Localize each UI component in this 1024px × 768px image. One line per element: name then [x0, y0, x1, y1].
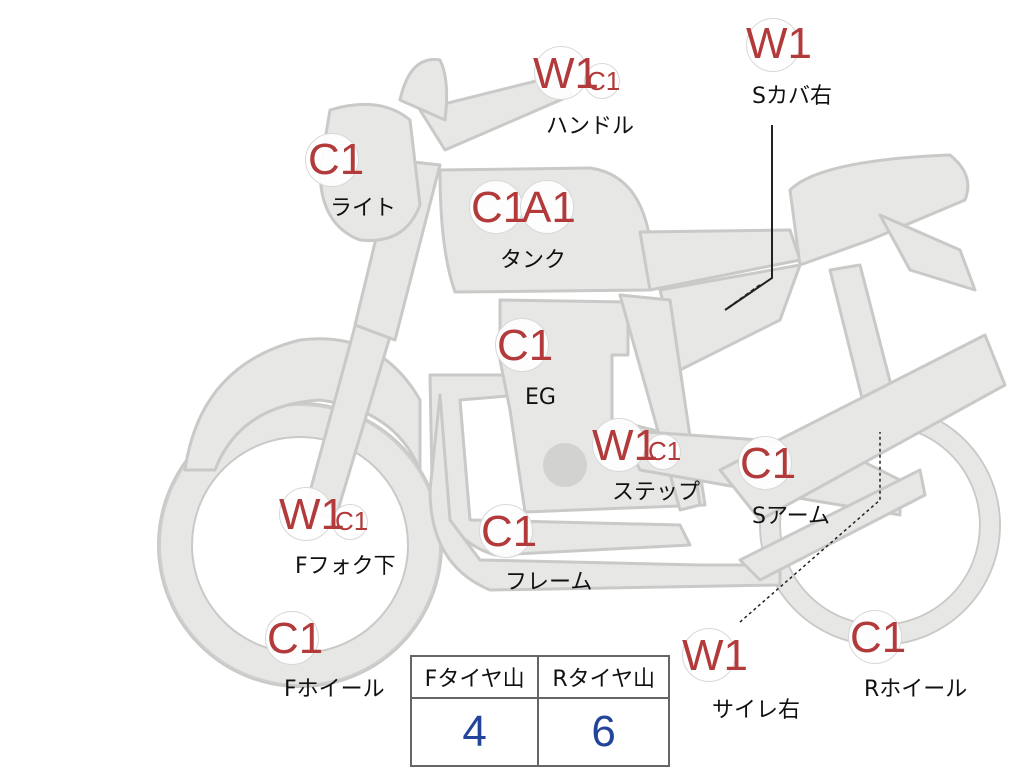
silencer-label: サイレ右 — [712, 698, 801, 723]
frame-label: フレーム — [505, 570, 593, 595]
step-subgrade-circle — [645, 434, 681, 470]
handle-grade-circle — [534, 46, 588, 100]
step-grade-circle — [592, 418, 646, 472]
fork-grade: W1 — [279, 490, 345, 539]
rear-tire-value: 6 — [537, 697, 670, 767]
front-tire-value: 4 — [409, 697, 540, 767]
step-subgrade: C1 — [648, 436, 682, 466]
fwheel-grade-circle — [265, 611, 319, 665]
tire-tread-table: Fタイヤ山 Rタイヤ山 4 6 — [409, 655, 670, 767]
seatcover-label: Sカバ右 — [752, 84, 832, 109]
tank-grade-b: A1 — [522, 183, 576, 232]
tank-grade-circle-b — [520, 180, 574, 234]
rwheel-label: Rホイール — [864, 677, 968, 702]
exhaust-pipe — [738, 468, 927, 582]
engine-label: EG — [525, 385, 556, 410]
silencer-grade: W1 — [682, 631, 748, 680]
light-label: ライト — [330, 196, 397, 221]
swingarm-grade: C1 — [740, 439, 797, 488]
swingarm-label: Sアーム — [752, 504, 830, 529]
fork-label: Fフォク下 — [295, 554, 396, 579]
rwheel-grade-circle — [848, 610, 902, 664]
engine-grade: C1 — [497, 321, 554, 370]
seat-rear — [788, 153, 970, 267]
rear-cowl — [878, 213, 977, 292]
silencer-grade-circle — [682, 628, 736, 682]
muffler — [718, 333, 1007, 522]
frame-lower — [428, 393, 782, 592]
fwheel-label: Fホイール — [284, 677, 385, 702]
mirror — [398, 58, 449, 122]
light-grade: C1 — [308, 135, 365, 184]
silencer-leader — [739, 432, 881, 623]
handle-grade: W1 — [533, 49, 599, 98]
step-label: ステップ — [612, 480, 701, 505]
fork-subgrade: C1 — [335, 506, 369, 536]
rear-tire-header: Rタイヤ山 — [537, 655, 670, 699]
swingarm-grade-circle — [738, 436, 792, 490]
seatcover-grade: W1 — [746, 19, 812, 68]
engine-grade-circle — [495, 318, 549, 372]
fwheel-grade: C1 — [267, 614, 324, 663]
rwheel-grade: C1 — [850, 613, 907, 662]
step-grade: W1 — [592, 421, 658, 470]
tank-grade-circle-a — [469, 180, 523, 234]
frame-grade-circle — [479, 504, 533, 558]
frame-grade: C1 — [481, 507, 538, 556]
front-tire-header: Fタイヤ山 — [409, 655, 540, 699]
handle-label: ハンドル — [546, 114, 635, 139]
handle-subgrade: C1 — [587, 66, 621, 96]
light-grade-circle — [305, 133, 359, 187]
tank-label: タンク — [500, 248, 567, 273]
fork-grade-circle — [279, 487, 333, 541]
fork-subgrade-circle — [332, 504, 368, 540]
seatcover-grade-circle — [746, 18, 800, 72]
handle-subgrade-circle — [584, 63, 620, 99]
tank-grade-a: C1 — [471, 183, 528, 232]
